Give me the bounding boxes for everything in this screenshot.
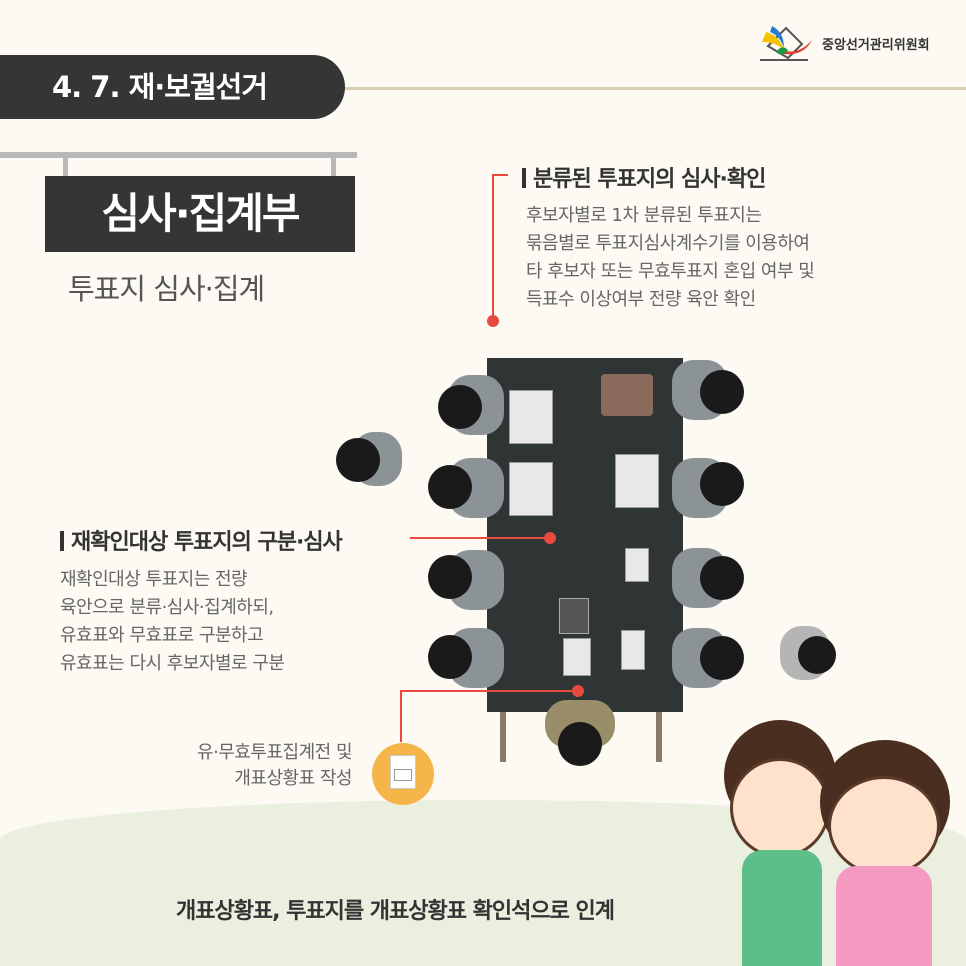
text-line: 득표수 이상여부 전량 육안 확인 xyxy=(526,289,756,310)
text-line: 육안으로 분류·심사·집계하되, xyxy=(60,597,274,618)
ballot-logo-icon xyxy=(760,26,812,61)
text-line: 개표상황표 작성 xyxy=(234,768,352,789)
girl-character-body xyxy=(836,866,932,966)
text-line: 타 후보자 또는 무효투표지 혼입 여부 및 xyxy=(526,261,815,282)
worker-head xyxy=(428,555,472,599)
worker-head xyxy=(700,636,744,680)
table-leg xyxy=(656,712,662,762)
ballot-stack xyxy=(625,548,649,582)
org-logo: 중앙선거관리위원회 xyxy=(758,22,930,64)
worker-head xyxy=(700,462,744,506)
worker-head xyxy=(558,722,602,766)
worker-head xyxy=(798,636,836,674)
text-line: 유·무효투표집계전 및 xyxy=(197,742,352,763)
connector-line xyxy=(492,174,508,176)
boy-character-body xyxy=(742,850,822,966)
footer-caption: 개표상황표, 투표지를 개표상황표 확인석으로 인계 xyxy=(175,899,615,924)
girl-character-face xyxy=(828,776,940,876)
sign-leg xyxy=(63,158,68,180)
status-form xyxy=(563,638,591,676)
connector-line xyxy=(400,690,402,742)
ballot-counter-machine xyxy=(509,462,553,516)
ballot-counter-machine xyxy=(615,454,659,508)
worker-head xyxy=(428,635,472,679)
counting-table xyxy=(487,358,683,712)
connector-dot xyxy=(487,315,499,327)
worker-head xyxy=(438,385,482,429)
page-title: 심사·집계부 xyxy=(45,176,355,252)
review-heading: 분류된 투표지의 심사·확인 xyxy=(522,161,766,193)
section-header: 4. 7. 재·보궐선거 xyxy=(0,55,345,119)
header-rule xyxy=(330,87,966,90)
text-line: 재확인대상 투표지는 전량 xyxy=(60,569,248,590)
worker-head xyxy=(700,556,744,600)
worker-head xyxy=(700,370,744,414)
document-icon xyxy=(372,743,434,805)
text-line: 후보자별로 1차 분류된 투표지는 xyxy=(526,205,762,226)
connector-dot xyxy=(544,532,556,544)
page-subtitle: 투표지 심사·집계 xyxy=(68,272,265,306)
ballot-counter-machine xyxy=(509,390,553,444)
sign-bar xyxy=(0,152,357,158)
connector-line xyxy=(492,174,494,320)
calculator xyxy=(559,598,589,634)
text-line: 유효표는 다시 후보자별로 구분 xyxy=(60,653,285,674)
connector-dot xyxy=(572,685,584,697)
review-description: 후보자별로 1차 분류된 투표지는 묶음별로 투표지심사계수기를 이용하여 타 … xyxy=(526,202,815,314)
worker-head xyxy=(428,465,472,509)
sign-leg xyxy=(331,158,336,180)
table-leg xyxy=(500,712,506,762)
text-line: 유효표와 무효표로 구분하고 xyxy=(60,625,264,646)
ballot-stack xyxy=(621,630,645,670)
form-step-text: 유·무효투표집계전 및 개표상황표 작성 xyxy=(120,740,352,792)
boy-character-face xyxy=(730,758,830,858)
ballot-box xyxy=(601,374,653,416)
connector-line xyxy=(410,537,550,539)
worker-head xyxy=(336,438,380,482)
recheck-description: 재확인대상 투표지는 전량 육안으로 분류·심사·집계하되, 유효표와 무효표로… xyxy=(60,566,285,678)
connector-line xyxy=(400,690,578,692)
org-name: 중앙선거관리위원회 xyxy=(822,37,930,53)
recheck-heading: 재확인대상 투표지의 구분·심사 xyxy=(60,524,343,556)
text-line: 묶음별로 투표지심사계수기를 이용하여 xyxy=(526,233,810,254)
